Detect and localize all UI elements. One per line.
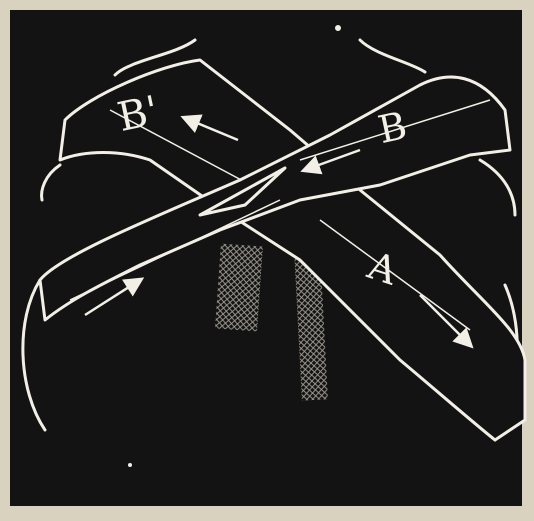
speckle	[128, 463, 132, 467]
crosshatch-left	[215, 244, 263, 332]
speckle	[335, 25, 341, 31]
